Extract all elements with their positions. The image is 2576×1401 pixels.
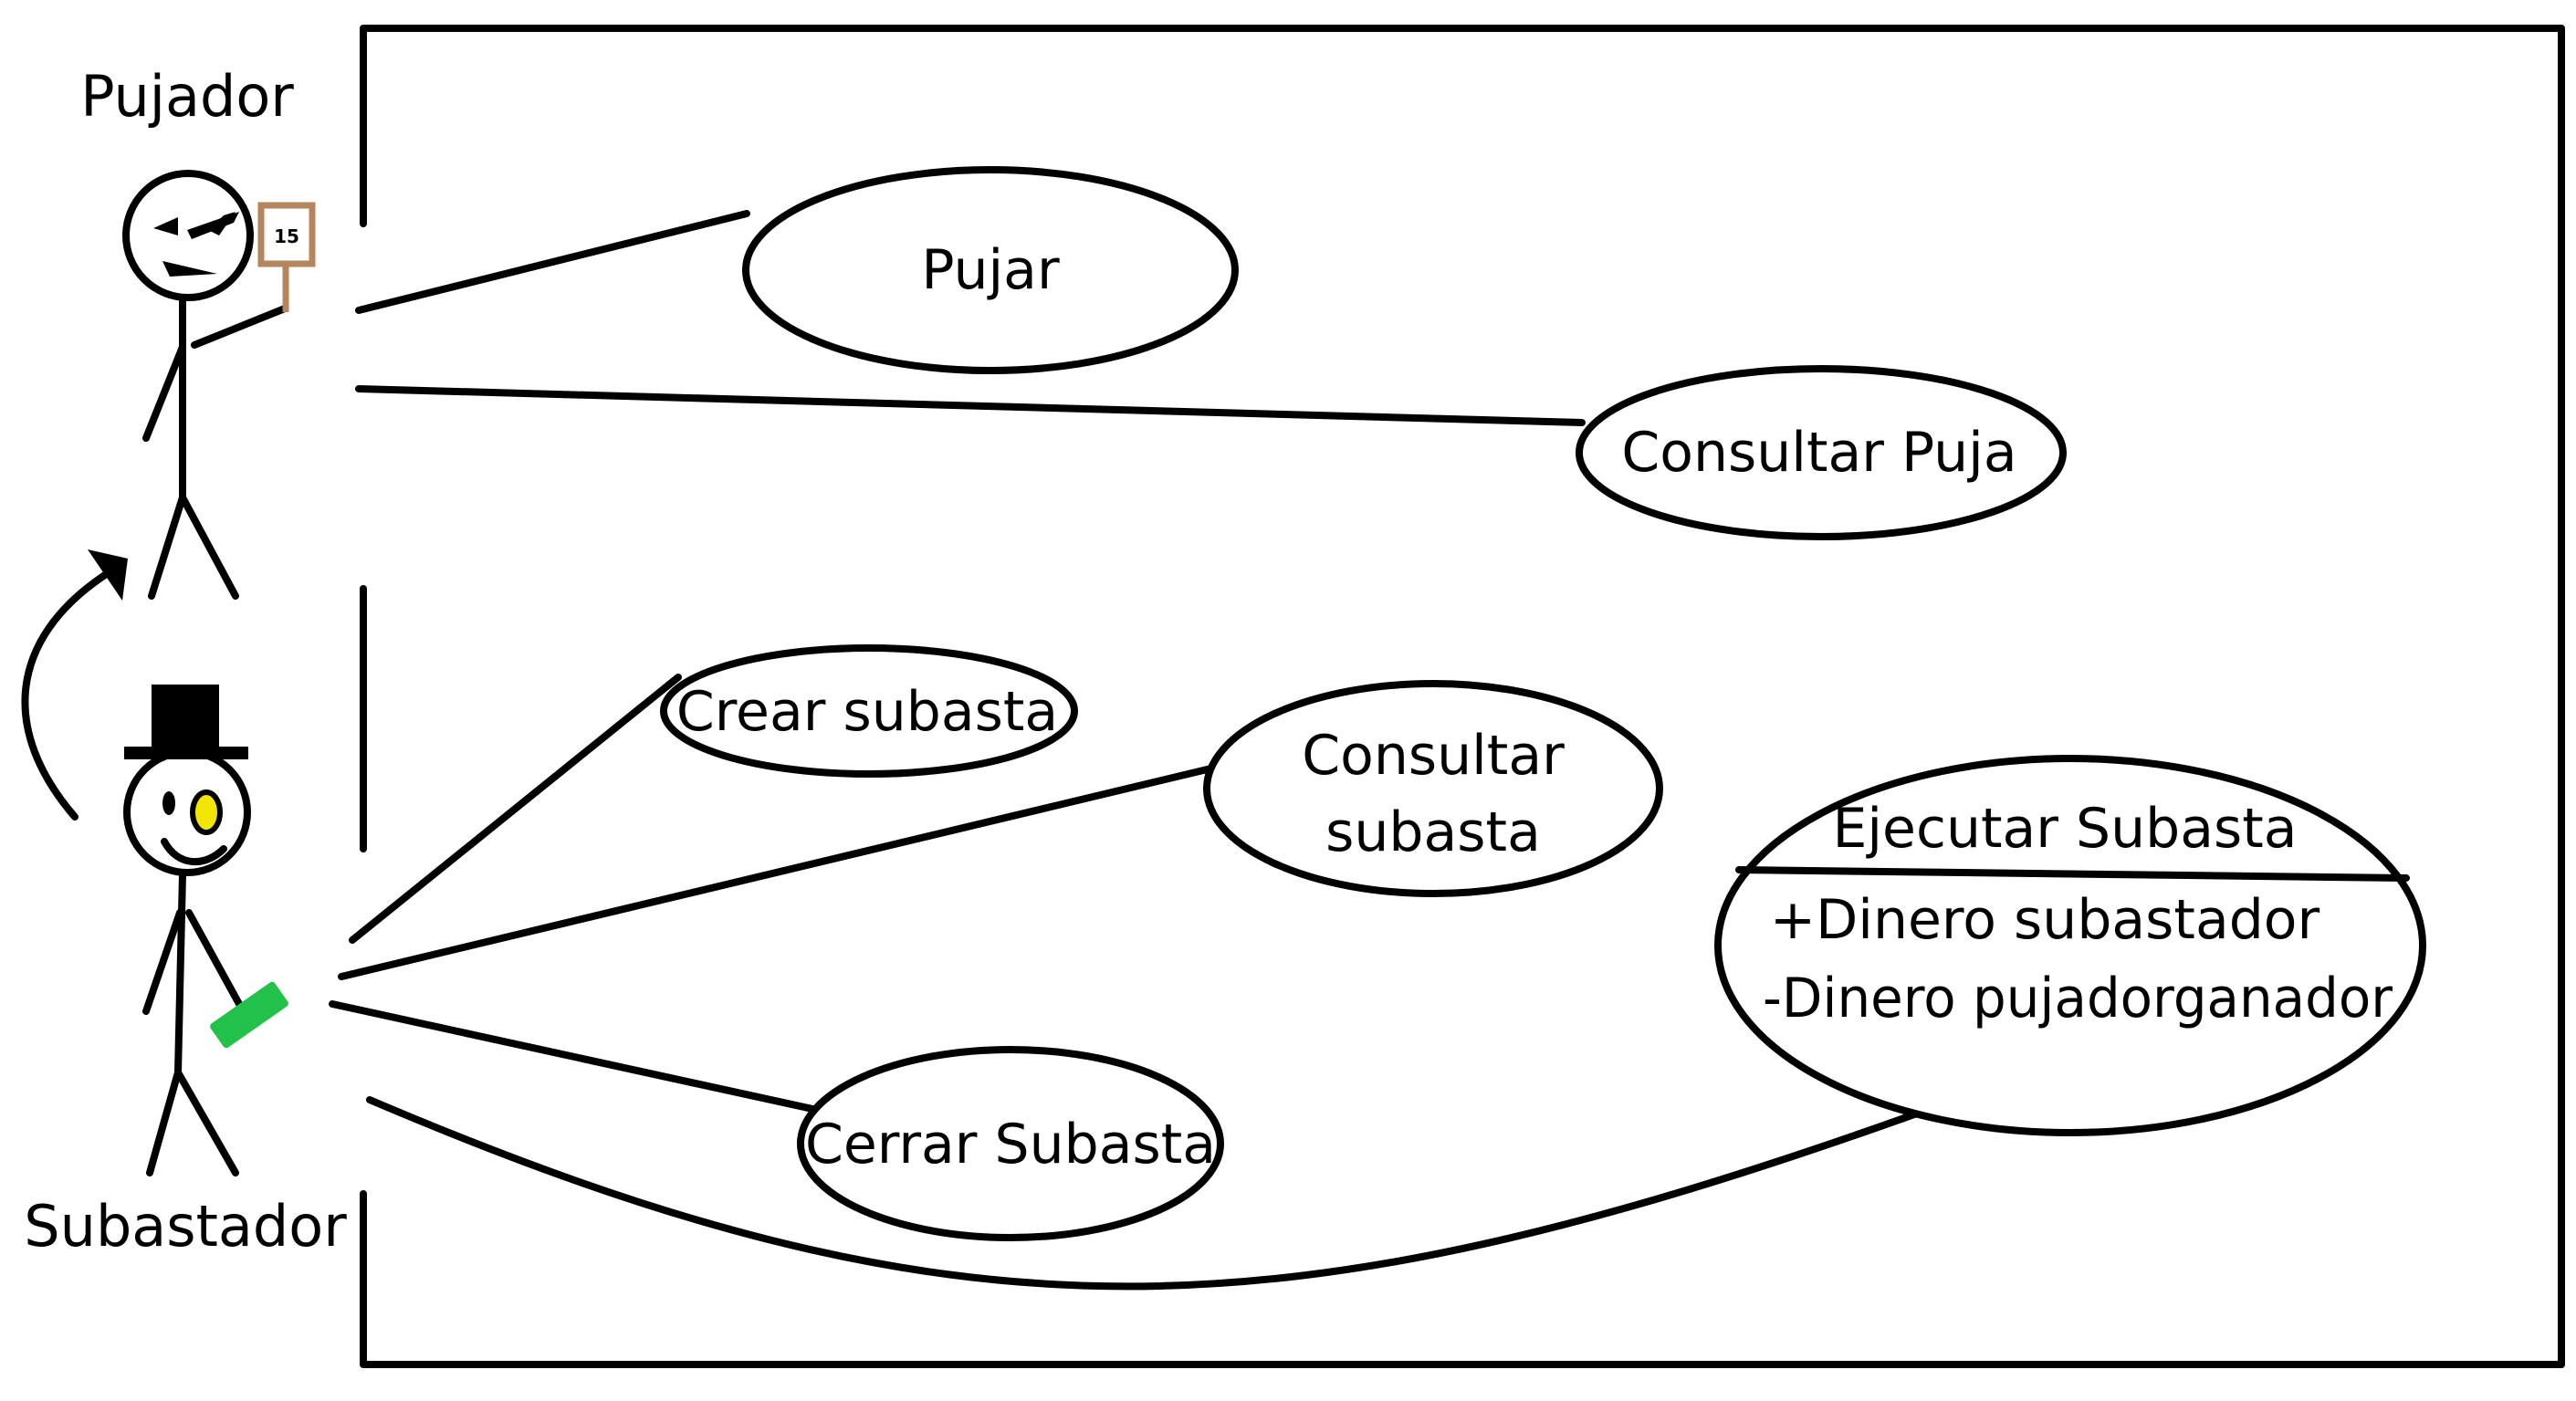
assoc-consultar-puja: [355, 385, 1586, 426]
use-case-pujar: Pujar: [742, 166, 1239, 374]
system-boundary: [360, 25, 2565, 1368]
assoc-pujar: [355, 210, 750, 314]
use-case-pujar-label: Pujar: [921, 238, 1060, 302]
bid-sign: 15: [257, 202, 316, 312]
generalization-arrow: [21, 549, 128, 821]
use-case-cerrar-subasta-label: Cerrar Subasta: [805, 1113, 1216, 1176]
use-case-cerrar-subasta: Cerrar Subasta: [797, 1046, 1224, 1241]
ejecutar-subasta-line-1: +Dinero subastador: [1770, 888, 2320, 952]
bid-sign-number: 15: [274, 225, 299, 247]
monocle-icon: [190, 789, 223, 835]
assoc-consultar-subasta: [338, 763, 1222, 980]
ejecutar-subasta-line-2: -Dinero pujadorganador: [1763, 967, 2393, 1030]
use-case-consultar-subasta-label-1: Consultar: [1302, 724, 1565, 788]
actor-subastador-label: Subastador: [24, 1193, 347, 1260]
assoc-cerrar-subasta: [329, 1000, 816, 1113]
actor-pujador-label: Pujador: [80, 63, 294, 130]
assoc-crear-subasta: [349, 674, 682, 944]
associations: [329, 210, 1921, 1291]
actor-pujador: Pujador 15: [80, 63, 316, 600]
use-case-consultar-puja: Consultar Puja: [1576, 365, 2067, 540]
ejecutar-subasta-title: Ejecutar Subasta: [1832, 797, 2297, 861]
use-case-crear-subasta-label: Crear subasta: [676, 680, 1058, 744]
use-case-crear-subasta: Crear subasta: [660, 644, 1078, 778]
use-case-consultar-subasta-label-2: subasta: [1325, 800, 1541, 864]
use-case-consultar-puja-label: Consultar Puja: [1621, 421, 2016, 485]
use-case-consultar-subasta: Consultar subasta: [1203, 680, 1663, 897]
actor-subastador: Subastador: [24, 685, 347, 1260]
assoc-ejecutar-subasta: [366, 1096, 1921, 1291]
money-icon: [210, 981, 288, 1049]
use-case-ejecutar-subasta: Ejecutar Subasta +Dinero subastador -Din…: [1714, 755, 2426, 1136]
